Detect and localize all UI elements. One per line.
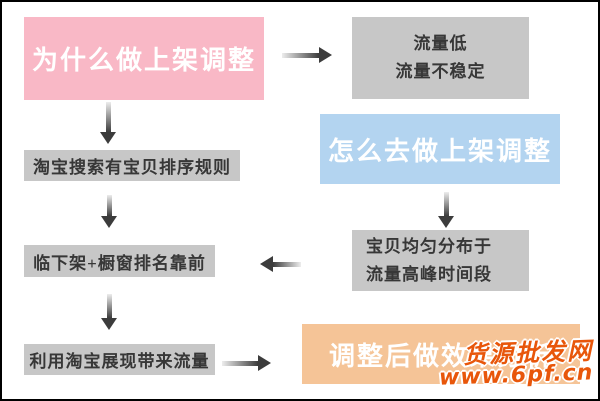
arrow-head: [258, 355, 271, 371]
box-effect-analysis-label: 调整后做效果分析: [328, 340, 553, 371]
arrow-shaft: [282, 52, 319, 58]
arrow-shaft: [106, 294, 112, 318]
arrow-down-icon: [438, 192, 454, 228]
box-bring-traffic: 利用淘宝展现带来流量: [24, 344, 215, 375]
arrow-down-icon: [101, 195, 117, 228]
box-rank-front-label: 临下架+橱窗排名靠前: [33, 253, 206, 273]
arrow-head: [101, 216, 117, 228]
arrow-head: [319, 47, 332, 63]
box-rank-front: 临下架+橱窗排名靠前: [24, 245, 215, 277]
box-effect-analysis: 调整后做效果分析: [302, 324, 580, 384]
watermark-site-url: www.6pf.cn: [438, 360, 594, 391]
arrow-head: [438, 216, 454, 228]
box-traffic-problem-line2: 流量不稳定: [395, 62, 486, 81]
box-distribute-peak-line2: 流量高峰时间段: [366, 264, 492, 284]
arrow-right-icon: [282, 47, 332, 63]
box-traffic-problem-line1: 流量低: [413, 34, 468, 53]
box-traffic-problem: 流量低 流量不稳定: [352, 17, 529, 99]
arrow-shaft: [105, 102, 111, 132]
arrow-down-icon: [100, 102, 116, 144]
arrow-left-icon: [260, 256, 301, 272]
arrow-head: [260, 256, 273, 272]
arrow-right-icon: [222, 355, 271, 371]
arrow-shaft: [106, 195, 112, 216]
box-distribute-peak: 宝贝均匀分布于 流量高峰时间段: [352, 230, 529, 291]
box-search-rule-label: 淘宝搜索有宝贝排序规则: [33, 158, 231, 177]
box-how-adjust: 怎么去做上架调整: [320, 114, 560, 184]
box-why-adjust: 为什么做上架调整: [24, 17, 264, 100]
box-why-adjust-label: 为什么做上架调整: [31, 45, 256, 75]
box-search-rule: 淘宝搜索有宝贝排序规则: [24, 150, 240, 181]
arrow-shaft: [273, 261, 301, 267]
arrow-shaft: [222, 360, 258, 366]
arrow-shaft: [443, 192, 449, 216]
box-how-adjust-label: 怎么去做上架调整: [327, 135, 552, 166]
box-distribute-peak-line1: 宝贝均匀分布于: [366, 236, 492, 256]
arrow-head: [101, 318, 117, 330]
box-bring-traffic-label: 利用淘宝展现带来流量: [29, 352, 210, 371]
arrow-head: [100, 132, 116, 144]
arrow-down-icon: [101, 294, 117, 330]
